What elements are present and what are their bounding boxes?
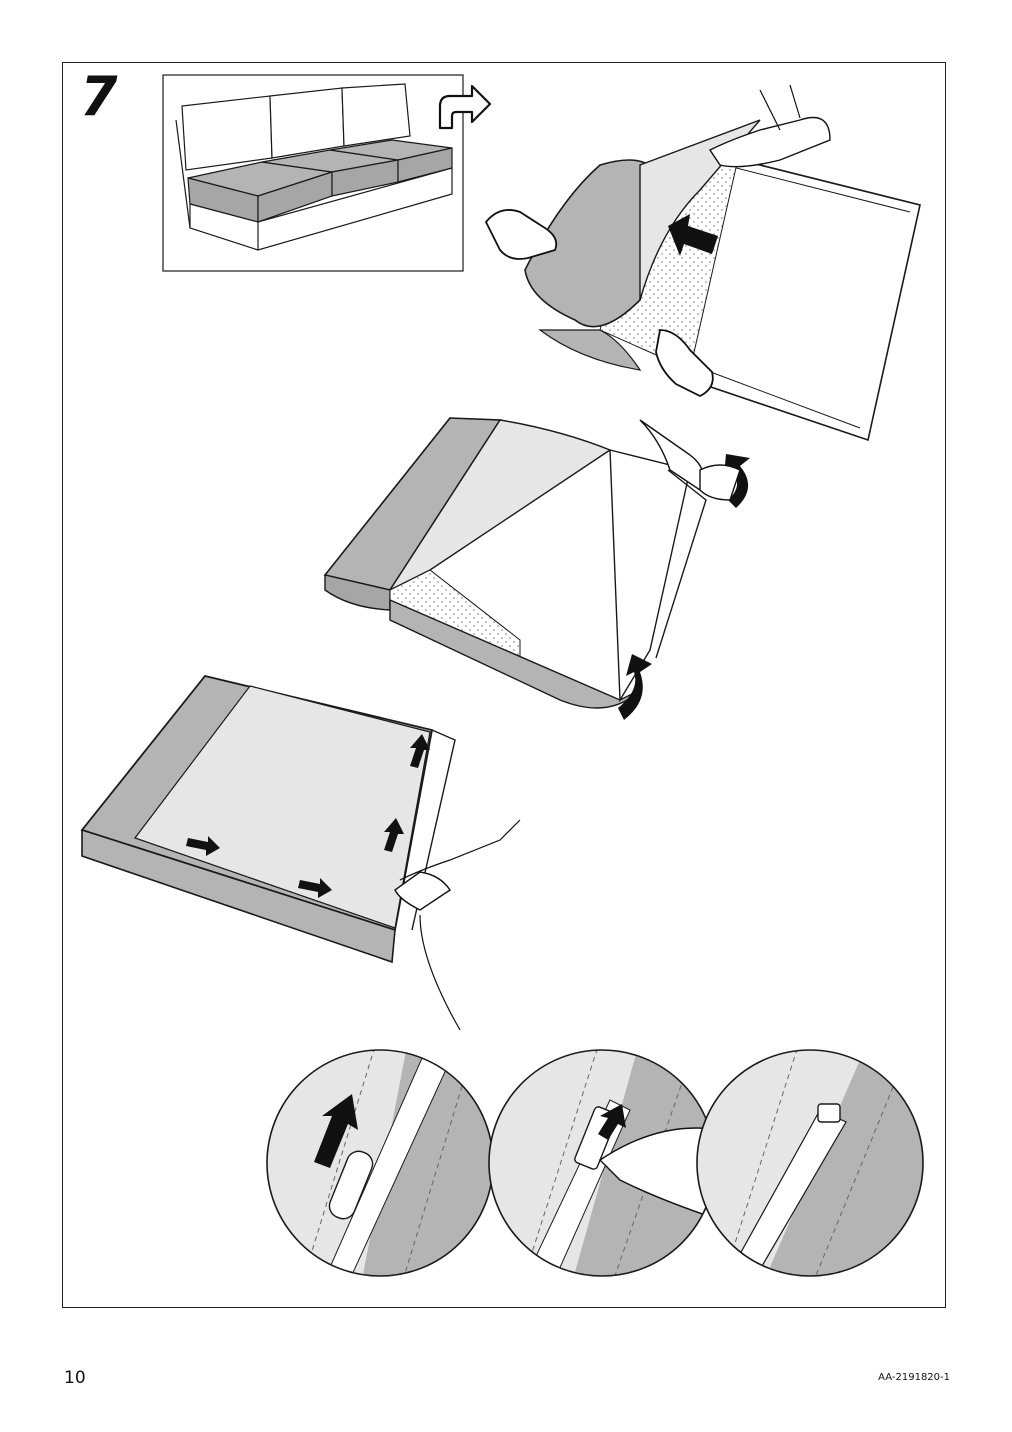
right-arrow-icon [186, 836, 220, 856]
document-code: AA-2191820-1 [878, 1372, 950, 1383]
cushion-zipping [80, 674, 521, 1031]
zipper-detail-2 [488, 1049, 716, 1277]
hand-icon [484, 209, 558, 260]
up-arrow-icon [314, 1094, 358, 1168]
cover-removal-2 [323, 417, 750, 720]
step-number: 7 [80, 65, 118, 128]
push-arrow-icon [668, 214, 718, 256]
zipper-detail-1 [266, 1049, 494, 1277]
swap-arrow-icon [438, 84, 492, 130]
rotate-arrow-icon [618, 654, 652, 720]
page-number: 10 [64, 1368, 86, 1388]
up-arrow-icon [598, 1104, 626, 1140]
up-arrow-icon [384, 818, 404, 852]
right-arrow-icon [298, 878, 332, 898]
sofa-overview [162, 74, 492, 272]
cover-removal-1 [484, 84, 921, 442]
step-frame [62, 62, 946, 1308]
zipper-detail-3 [696, 1049, 924, 1277]
up-arrow-icon [410, 734, 430, 768]
hand-icon [655, 329, 714, 398]
